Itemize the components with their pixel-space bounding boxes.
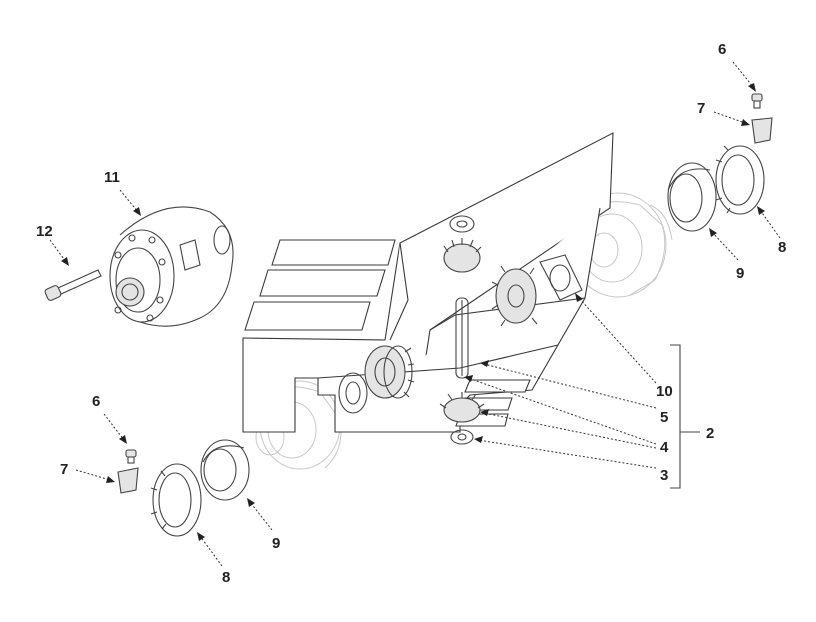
pinion-gear-bottom [439,392,485,423]
bearing-cone-bottom-left [200,439,250,501]
pinion-gear-top [443,238,482,273]
screw-top [751,93,763,109]
callout-7-bottom: 7 [60,461,68,478]
side-gear-left [364,345,415,399]
callout-6-top: 6 [718,41,726,58]
thrust-washer-top [449,215,475,233]
side-washer-right [539,254,583,301]
lock-plate-top [751,117,773,144]
differential-housing [109,206,234,327]
thrust-washer-bottom [450,429,474,445]
cross-shaft [455,297,469,379]
bearing-cup-top-right [715,145,765,215]
bolt [44,269,102,301]
bearing-cone-top-right [667,162,717,232]
callout-12: 12 [36,223,53,240]
leader-lines [49,61,781,567]
side-washer-left [338,372,368,414]
callout-9-bottom: 9 [272,535,280,552]
group-bracket [670,344,681,489]
callout-3: 3 [660,467,668,484]
side-gear-right [491,265,538,327]
callout-9-top: 9 [736,265,744,282]
callout-5: 5 [660,409,668,426]
callout-8-top: 8 [778,239,786,256]
callout-2: 2 [706,425,714,442]
callout-6-bottom: 6 [92,393,100,410]
callout-10: 10 [656,383,673,400]
callout-11: 11 [104,169,120,186]
lock-plate-bottom [117,467,139,494]
screw-bottom [125,449,137,464]
callout-7-top: 7 [697,100,705,117]
bearing-cup-bottom-left [150,463,202,537]
callout-8-bottom: 8 [222,569,230,586]
callout-4: 4 [660,439,669,456]
